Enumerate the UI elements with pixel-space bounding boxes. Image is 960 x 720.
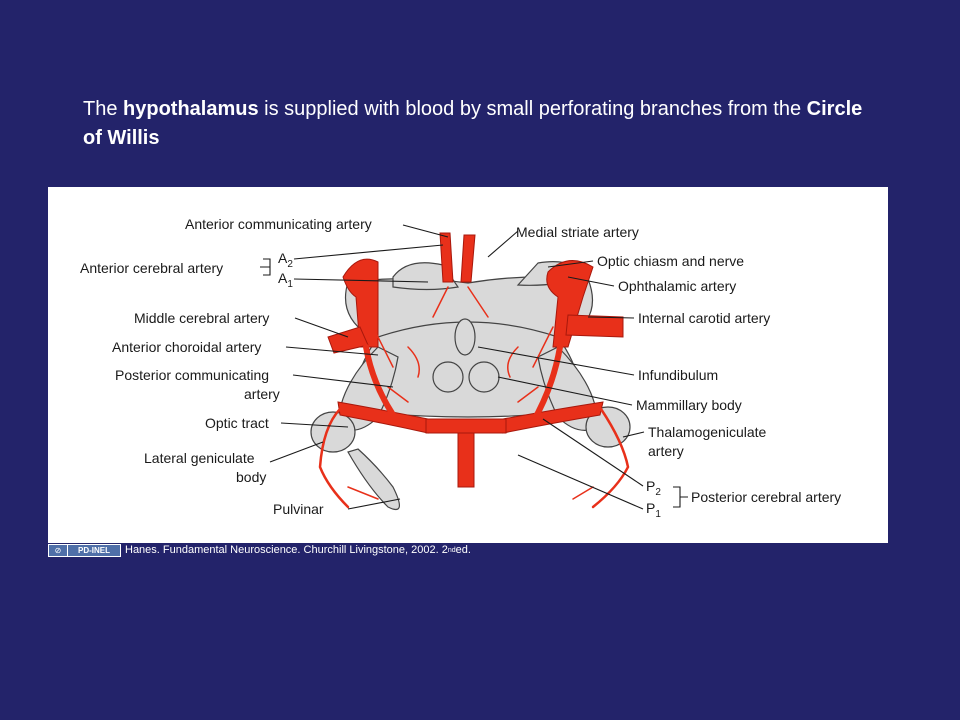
leader-a2 <box>293 244 444 260</box>
infundibulum-shape <box>454 318 476 356</box>
leader-lines <box>260 224 688 510</box>
basilar-top <box>425 418 507 434</box>
mammillary-body-left <box>432 361 464 393</box>
middle-cerebral-left <box>327 326 369 354</box>
anterior-cerebral-a2-left <box>439 232 454 283</box>
leader-medial-striate <box>487 230 519 258</box>
label-posterior-communicating-2: artery <box>244 386 280 402</box>
leader-anterior-choroidal <box>285 346 379 356</box>
label-a1-subscript: 1 <box>287 279 293 290</box>
label-a1: A1 <box>278 270 293 290</box>
label-a1-letter: A <box>278 270 288 286</box>
label-thalamogeniculate-2: artery <box>648 443 684 459</box>
credit-superscript: nd <box>447 546 456 554</box>
title-bold-circle-of-willis: Circle of Willis <box>83 98 863 149</box>
label-optic-chiasm-and-nerve: Optic chiasm and nerve <box>597 253 744 269</box>
label-p2-letter: P <box>646 478 655 494</box>
leader-middle-cerebral <box>294 317 349 338</box>
leader-a1 <box>293 278 429 283</box>
title-part-1: The <box>83 98 124 120</box>
label-anterior-communicating-artery: Anterior communicating artery <box>185 216 372 232</box>
label-anterior-choroidal-artery: Anterior choroidal artery <box>112 339 261 355</box>
circle-of-willis-diagram: Anterior communicating artery Anterior c… <box>48 187 888 543</box>
label-anterior-cerebral-artery: Anterior cerebral artery <box>80 260 223 276</box>
image-credit: ⊘ PD-INEL Hanes. Fundamental Neuroscienc… <box>48 543 471 557</box>
posterior-communicating-right <box>530 344 563 425</box>
credit-text: Hanes. Fundamental Neuroscience. Churchi… <box>125 544 448 556</box>
small-branches <box>347 286 594 500</box>
label-p2-subscript: 2 <box>655 487 661 498</box>
label-medial-striate-artery: Medial striate artery <box>516 224 639 240</box>
leader-infundibulum <box>477 346 635 376</box>
label-pulvinar: Pulvinar <box>273 501 324 517</box>
label-p1-subscript: 1 <box>655 509 661 520</box>
leader-anterior-communicating <box>402 224 449 238</box>
label-middle-cerebral-artery: Middle cerebral artery <box>134 310 269 326</box>
anterior-cerebral-a2-right <box>460 234 476 283</box>
label-optic-tract: Optic tract <box>205 415 269 431</box>
leader-ophthalamic <box>567 276 615 287</box>
leader-posterior-communicating <box>292 374 394 388</box>
label-internal-carotid-artery: Internal carotid artery <box>638 310 770 326</box>
credit-text-end: ed. <box>455 544 471 556</box>
leader-p2 <box>542 418 644 487</box>
label-mammillary-body: Mammillary body <box>636 397 742 413</box>
license-label: PD-INEL <box>68 544 120 556</box>
public-domain-icon: ⊘ <box>49 544 68 556</box>
posterior-cerebral-left <box>337 401 429 434</box>
label-infundibulum: Infundibulum <box>638 367 718 383</box>
label-posterior-cerebral-artery: Posterior cerebral artery <box>691 489 841 505</box>
leader-lateral-geniculate <box>269 441 324 463</box>
label-a2-letter: A <box>278 250 288 266</box>
perforating-branches <box>318 286 630 509</box>
leader-optic-tract <box>280 422 349 428</box>
label-p1: P1 <box>646 500 661 520</box>
posterior-cerebral-branch-right <box>591 407 630 509</box>
label-lateral-geniculate-2: body <box>236 469 266 485</box>
mammillary-body-right <box>468 361 500 393</box>
label-p2: P2 <box>646 478 661 498</box>
leader-mammillary <box>497 376 633 406</box>
leader-internal-carotid <box>587 316 635 319</box>
lateral-geniculate-right <box>585 406 631 448</box>
label-posterior-communicating-1: Posterior communicating <box>115 367 269 383</box>
diagram-svg: Anterior communicating artery Anterior c… <box>80 216 841 520</box>
label-thalamogeniculate-1: Thalamogeniculate <box>648 424 767 440</box>
leader-bracket-a <box>260 258 271 276</box>
arteries <box>327 232 624 488</box>
leader-thalamogeniculate <box>622 431 645 438</box>
posterior-communicating-left <box>363 344 401 425</box>
slide-title: The hypothalamus is supplied with blood … <box>83 95 883 153</box>
license-badge[interactable]: ⊘ PD-INEL <box>48 543 121 557</box>
middle-cerebral-right <box>565 314 624 338</box>
label-a2: A2 <box>278 250 293 270</box>
internal-carotid-right <box>546 260 594 348</box>
title-bold-hypothalamus: hypothalamus <box>123 98 259 120</box>
posterior-cerebral-branch-left <box>318 407 350 509</box>
title-part-2: is supplied with blood by small perforat… <box>258 98 807 120</box>
label-ophthalamic-artery: Ophthalamic artery <box>618 278 736 294</box>
leader-pulvinar <box>347 498 401 510</box>
leader-optic-chiasm <box>547 260 594 268</box>
label-lateral-geniculate-1: Lateral geniculate <box>144 450 255 466</box>
leader-p1 <box>517 454 644 510</box>
leader-bracket-p <box>673 486 688 508</box>
pulvinar-shape <box>347 448 400 511</box>
label-a2-subscript: 2 <box>287 259 293 270</box>
label-p1-letter: P <box>646 500 655 516</box>
